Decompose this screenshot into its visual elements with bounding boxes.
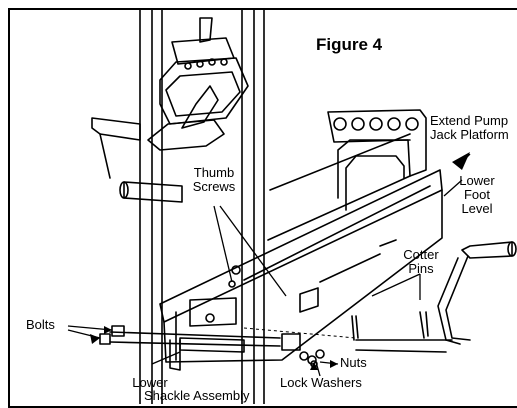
extend-platform-label-line1: Extend Pump (430, 113, 509, 128)
lower-shackle-label-line1: Lower (132, 375, 168, 390)
nuts-and-washers (299, 349, 325, 368)
lower-shackle-label-line2: Shackle Assembly (144, 388, 250, 403)
extend-platform-label-line2: Jack Platform (430, 127, 509, 142)
arrowheads (90, 152, 470, 370)
bolts-label: Bolts (26, 317, 55, 332)
cotter-pins-label-line2: Pins (408, 261, 434, 276)
lower-foot-level-label-line2: Foot (463, 187, 490, 202)
cotter-pins-label-line1: Cotter (403, 247, 439, 262)
thumb-screws-label-line2: Screws (192, 179, 236, 194)
figure-title: Figure 4 (316, 35, 383, 54)
alignment-dashed-line (243, 327, 357, 339)
left-post (139, 9, 163, 404)
foot-lever-handle (355, 241, 517, 353)
nuts-label: Nuts (340, 355, 367, 370)
lower-foot-level-label-line3: Level (461, 201, 493, 216)
platform-end-plate (327, 109, 427, 211)
thumb-screws-label-line1: Thumb (193, 165, 235, 180)
pump-mechanism (147, 17, 249, 151)
lower-foot-level-label-line1: Lower (459, 173, 495, 188)
lock-washers-label: Lock Washers (280, 375, 362, 390)
right-post (241, 9, 265, 404)
jack-platform (159, 133, 443, 363)
side-handle (91, 117, 183, 203)
lower-shackle-assembly (109, 331, 301, 371)
cotter-pins (351, 311, 429, 341)
bolts (99, 325, 125, 345)
